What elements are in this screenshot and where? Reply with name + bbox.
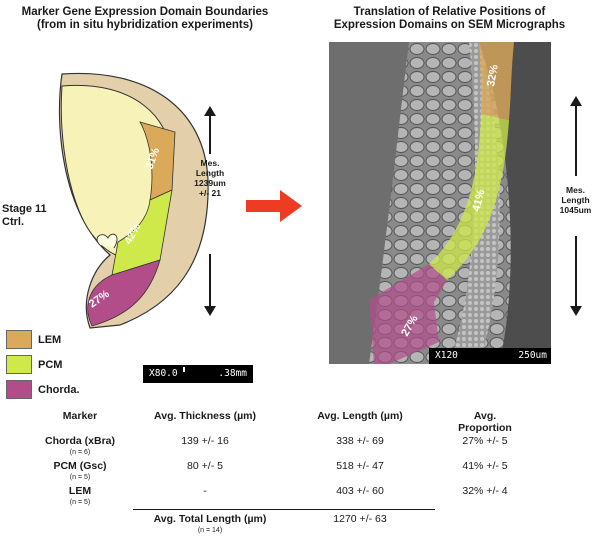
- right-scale-unit: 250um: [518, 350, 547, 361]
- right-measure-line3: 1045um: [559, 205, 592, 215]
- legend-swatch-chorda: [6, 380, 32, 399]
- table-row-pcm-marker: PCM (Gsc): [53, 460, 107, 472]
- table-row-chorda-thickness: 139 +/- 16: [181, 435, 229, 447]
- legend-label-chorda: Chorda.: [38, 383, 80, 396]
- stage-line1: Stage 11: [2, 203, 47, 215]
- legend-item-chorda: Chorda.: [6, 380, 80, 399]
- right-title-line1: Translation of Relative Positions of: [353, 6, 546, 18]
- left-scale-unit: .38mm: [218, 368, 247, 379]
- table-total-rule: [133, 509, 435, 510]
- table-header-length: Avg. Length (µm): [317, 410, 403, 422]
- right-measure-label: Mes. Length 1045um: [552, 185, 599, 215]
- left-title-line2: (from in situ hybridization experiments): [37, 19, 253, 31]
- sem-lem-percent-label: 32%: [485, 64, 501, 88]
- left-scale-bar: X80.0 .38mm: [143, 365, 253, 383]
- legend-item-lem: LEM: [6, 330, 80, 349]
- table-row-lem-thickness: -: [203, 485, 207, 497]
- right-scale-bar: X120 250um: [429, 348, 551, 364]
- table-row-pcm-length: 518 +/- 47: [336, 460, 384, 472]
- left-measure-line2: Length: [195, 168, 225, 178]
- left-measure-line3: 1239um: [194, 178, 226, 188]
- table-header-marker: Marker: [62, 410, 98, 422]
- table-header-proportion: Avg. Proportion: [440, 410, 530, 434]
- sem-micrograph: 32% 41% 27% X120 250um: [329, 42, 551, 364]
- left-title-line1: Marker Gene Expression Domain Boundaries: [21, 6, 269, 18]
- table-row-chorda-marker: Chorda (xBra): [44, 435, 115, 447]
- table-row-lem-marker: LEM: [68, 485, 92, 497]
- table-row-lem-n: (n = 5): [69, 499, 91, 506]
- embryo-diagram: 31% 42% 27%: [58, 72, 209, 329]
- legend-label-lem: LEM: [38, 333, 62, 346]
- left-scale-tick: [183, 367, 185, 372]
- table-total-n: (n = 14): [197, 527, 223, 534]
- left-measure-line1: Mes.: [200, 158, 220, 168]
- left-scale-magnification: X80.0: [149, 368, 178, 379]
- stage-line2: Ctrl.: [2, 216, 24, 228]
- table-row-pcm-n: (n = 5): [69, 474, 91, 481]
- table-header-thickness: Avg. Thickness (µm): [154, 410, 256, 422]
- chorda-domain: [87, 259, 161, 327]
- blastopore-lip: [96, 233, 118, 249]
- sem-pcm-domain: [429, 114, 509, 280]
- translation-arrow: [246, 190, 302, 222]
- left-measure-line4: +/- 21: [199, 188, 221, 198]
- legend-swatch-lem: [6, 330, 32, 349]
- sem-texture: 32% 41% 27%: [329, 42, 551, 364]
- table-row-chorda-n: (n = 6): [69, 449, 91, 456]
- right-panel-title: Translation of Relative Positions of Exp…: [300, 6, 599, 32]
- table-row-pcm-thickness: 80 +/- 5: [187, 460, 223, 472]
- right-scale-magnification: X120: [435, 350, 458, 361]
- table-row-pcm-proportion: 41% +/- 5: [462, 460, 508, 472]
- left-panel-title: Marker Gene Expression Domain Boundaries…: [0, 6, 290, 32]
- table-row-chorda-length: 338 +/- 69: [336, 435, 384, 447]
- legend-label-pcm: PCM: [38, 358, 63, 371]
- stage-label: Stage 11 Ctrl.: [2, 203, 47, 229]
- table-row-lem-length: 403 +/- 60: [336, 485, 384, 497]
- legend-swatch-pcm: [6, 355, 32, 374]
- right-length-arrow: [570, 96, 582, 316]
- right-title-line2: Expression Domains on SEM Micrographs: [333, 19, 566, 31]
- left-length-arrow: [204, 106, 216, 316]
- table-header-proportion-line1: Avg.: [473, 410, 497, 422]
- left-measure-label: Mes. Length 1239um +/- 21: [186, 158, 234, 198]
- table-total-label: Avg. Total Length (µm): [153, 513, 267, 525]
- sem-lem-domain: [479, 42, 514, 120]
- sem-chorda-domain: [369, 264, 447, 364]
- table-header-proportion-line2: Proportion: [458, 422, 512, 434]
- sem-pcm-percent-label: 41%: [470, 188, 487, 213]
- table-total-value: 1270 +/- 63: [333, 513, 387, 525]
- right-measure-line2: Length: [561, 195, 590, 205]
- legend-item-pcm: PCM: [6, 355, 80, 374]
- table-row-chorda-proportion: 27% +/- 5: [462, 435, 508, 447]
- table-row-lem-proportion: 32% +/- 4: [462, 485, 508, 497]
- right-measure-line1: Mes.: [566, 185, 585, 195]
- legend: LEM PCM Chorda.: [6, 330, 80, 399]
